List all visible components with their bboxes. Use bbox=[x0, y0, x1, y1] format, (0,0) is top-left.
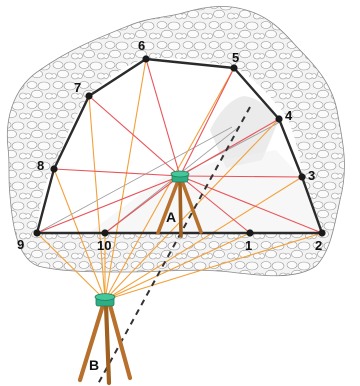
point-marker-3 bbox=[298, 173, 306, 181]
gray-line-1 bbox=[36, 126, 233, 234]
sight-line-a-to-7 bbox=[88, 95, 181, 177]
sight-line-a-to-3 bbox=[179, 175, 303, 178]
station-label-a: A bbox=[166, 209, 176, 225]
point-label-2: 2 bbox=[315, 238, 322, 253]
point-label-4: 4 bbox=[285, 108, 293, 123]
tripod-station-a bbox=[156, 170, 203, 238]
station-label-b: B bbox=[89, 357, 99, 373]
point-marker-7 bbox=[85, 92, 93, 100]
point-marker-5 bbox=[230, 64, 238, 72]
interior-shade-floor bbox=[90, 150, 322, 233]
point-label-10: 10 bbox=[97, 238, 111, 253]
alignment-dashed-line bbox=[97, 106, 251, 385]
sight-line-b-to-7 bbox=[88, 95, 106, 301]
point-marker-8 bbox=[50, 165, 58, 173]
sight-line-a-to-6 bbox=[145, 58, 181, 177]
sight-line-a-to-1 bbox=[179, 175, 251, 234]
point-marker-4 bbox=[275, 115, 283, 123]
sight-line-b-to-8 bbox=[53, 168, 106, 301]
sight-line-a-to-8 bbox=[53, 168, 181, 177]
sight-line-b-to-6 bbox=[104, 58, 147, 301]
point-marker-9 bbox=[33, 229, 41, 237]
sight-line-a-to-4 bbox=[179, 118, 280, 177]
point-label-9: 9 bbox=[17, 237, 24, 252]
point-label-7: 7 bbox=[74, 80, 81, 95]
sight-line-b-to-9 bbox=[36, 232, 106, 301]
sight-line-a-to-2 bbox=[179, 175, 323, 234]
point-marker-6 bbox=[142, 55, 150, 63]
point-label-1: 1 bbox=[245, 238, 252, 253]
sight-lines-station-a bbox=[36, 58, 323, 234]
boundary-points bbox=[33, 55, 326, 237]
sight-line-a-to-5 bbox=[179, 67, 235, 177]
point-label-3: 3 bbox=[308, 168, 315, 183]
point-label-5: 5 bbox=[232, 50, 239, 65]
tripod-station-b bbox=[77, 293, 133, 386]
sight-line-a-to-9 bbox=[36, 175, 181, 234]
point-marker-10 bbox=[101, 229, 109, 237]
point-marker-2 bbox=[318, 229, 326, 237]
sight-line-a-to-10 bbox=[104, 175, 181, 234]
sight-line-b-to-2 bbox=[104, 232, 323, 301]
sight-line-b-to-1 bbox=[104, 232, 251, 301]
point-label-8: 8 bbox=[37, 158, 44, 173]
point-marker-1 bbox=[246, 229, 254, 237]
cavity-boundary bbox=[35, 57, 324, 234]
point-label-6: 6 bbox=[138, 38, 145, 53]
sight-line-b-to-3 bbox=[104, 176, 303, 301]
